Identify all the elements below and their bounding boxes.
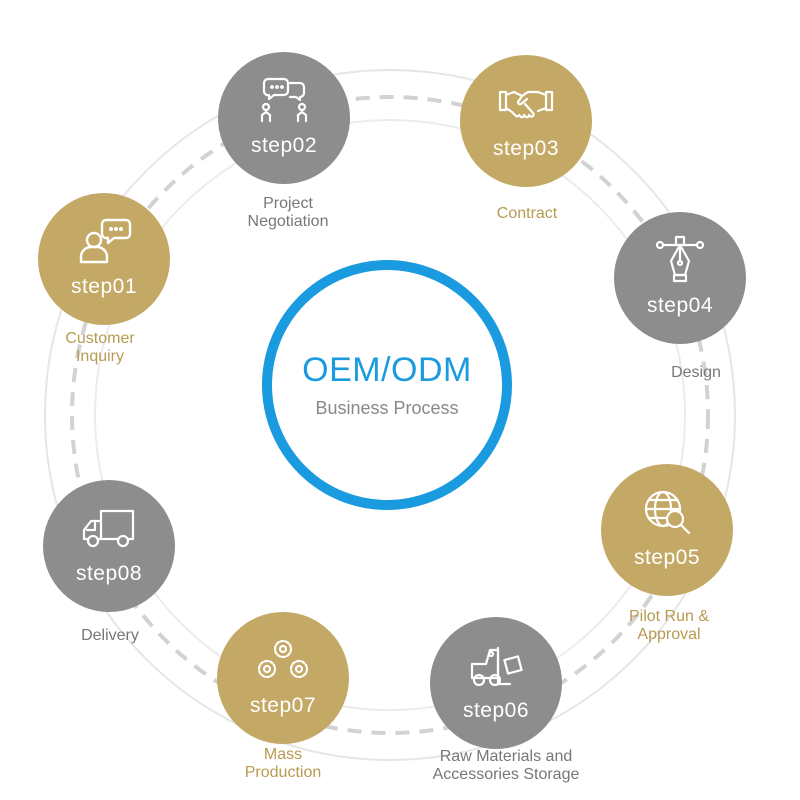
step-06-circle: step06	[430, 617, 562, 749]
pen-tool-icon	[648, 232, 712, 288]
step-07-label: step07	[249, 694, 317, 717]
outer-ring	[44, 69, 736, 761]
step-03-circle: step03	[460, 55, 592, 187]
step-07-caption: Mass Production	[244, 746, 322, 781]
step-05-circle: step05	[601, 464, 733, 596]
dashed-ring	[70, 95, 710, 735]
step-02-label: step02	[250, 134, 318, 157]
step-04-caption: Design	[671, 364, 721, 381]
step-03-caption: Contract	[496, 205, 558, 222]
step-02-circle: step02	[218, 52, 350, 184]
step-02-caption: Project Negotiation	[247, 195, 329, 230]
center-subtitle: Business Process	[315, 398, 459, 418]
center-title: OEM/ODM	[302, 351, 472, 389]
inner-ring	[94, 119, 686, 711]
step-04-label: step04	[646, 294, 714, 317]
step-07-circle: step07	[217, 612, 349, 744]
gears-icon	[251, 632, 315, 688]
forklift-icon	[464, 637, 528, 693]
step-01-circle: step01	[38, 193, 170, 325]
step-08-caption: Delivery	[81, 627, 139, 644]
step-01-label: step01	[70, 275, 138, 298]
step-05-caption: Pilot Run & Approval	[628, 608, 710, 643]
center-ring: OEM/ODM Business Process	[262, 260, 512, 510]
step-06-caption: Raw Materials and Accessories Storage	[432, 748, 580, 783]
step-03-label: step03	[492, 137, 560, 160]
customer-chat-icon	[72, 213, 136, 269]
step-06-label: step06	[462, 699, 530, 722]
negotiation-icon	[252, 72, 316, 128]
step-08-label: step08	[75, 562, 143, 585]
truck-icon	[77, 500, 141, 556]
step-08-circle: step08	[43, 480, 175, 612]
step-05-label: step05	[633, 546, 701, 569]
step-01-caption: Customer Inquiry	[65, 330, 135, 365]
globe-search-icon	[635, 484, 699, 540]
handshake-icon	[494, 75, 558, 131]
step-04-circle: step04	[614, 212, 746, 344]
